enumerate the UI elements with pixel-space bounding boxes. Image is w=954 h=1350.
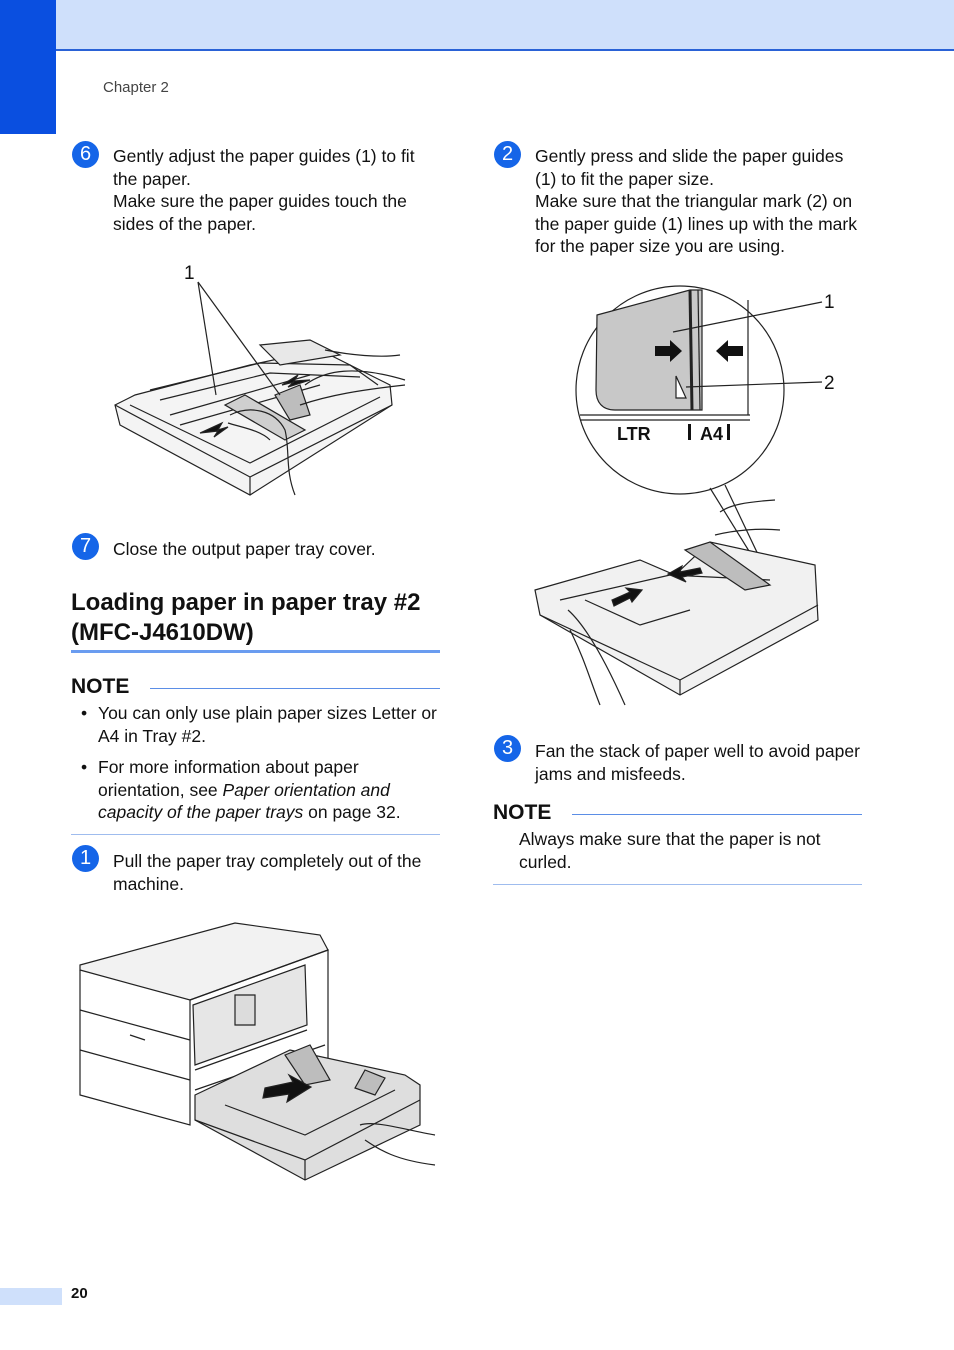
step-2-line-2: Make sure that the triangular mark (2) o… <box>535 191 857 256</box>
header-band <box>0 0 954 51</box>
note-bullet-2-link-text: Paper orientation and capacity of the pa… <box>98 779 390 823</box>
step-3-text: Fan the stack of paper well to avoid pap… <box>535 741 860 784</box>
note-end-rule-left <box>71 834 440 835</box>
fig1-callout-1: 1 <box>184 263 195 284</box>
step-6-line-1: Gently adjust the paper guides (1) to fi… <box>113 146 415 189</box>
paper-guide-mark-illustration: LTR A4 1 2 <box>530 280 835 710</box>
page-number: 20 <box>71 1285 88 1302</box>
chapter-tab <box>0 0 56 134</box>
step-1-text: Pull the paper tray completely out of th… <box>113 851 422 894</box>
note-right-text: Always make sure that the paper is not c… <box>519 829 821 872</box>
step-7-badge: 7 <box>72 533 99 560</box>
step-1-badge: 1 <box>72 845 99 872</box>
bullet-dot: • <box>81 757 88 777</box>
note-bullet-2-prefix: For more information about paper orienta… <box>98 757 359 800</box>
step-6-line-2: Make sure the paper guides touch the sid… <box>113 191 407 234</box>
step-6-badge: 6 <box>72 141 99 168</box>
step-2-line-1: Gently press and slide the paper guides … <box>535 146 844 189</box>
step-2-badge: 2 <box>494 141 521 168</box>
fig2-callout-1: 1 <box>824 292 835 313</box>
note-rule-right <box>572 814 862 815</box>
note-bullet-2: • For more information about paper orien… <box>81 756 443 824</box>
note-title-right: NOTE <box>493 801 552 824</box>
note-end-rule-right <box>493 884 862 885</box>
bullet-dot: • <box>81 703 88 723</box>
note-bullet-1: • You can only use plain paper sizes Let… <box>81 702 443 747</box>
section-title: Loading paper in paper tray #2 (MFC-J461… <box>71 589 421 646</box>
page-number-band <box>0 1288 62 1305</box>
fig2-a4-label: A4 <box>700 424 723 444</box>
note-bullet-2-suffix: on page 32. <box>303 802 401 822</box>
fig2-callout-2: 2 <box>824 373 835 394</box>
step-6-text: Gently adjust the paper guides (1) to fi… <box>113 145 443 235</box>
section-rule <box>71 650 440 653</box>
step-2-text: Gently press and slide the paper guides … <box>535 145 865 258</box>
machine-tray-pull-illustration <box>75 920 440 1185</box>
fig2-ltr-label: LTR <box>617 424 651 444</box>
note-bullet-1-text: You can only use plain paper sizes Lette… <box>98 703 437 746</box>
note-title-left: NOTE <box>71 675 130 698</box>
note-rule-left <box>150 688 440 689</box>
step-3-badge: 3 <box>494 735 521 762</box>
step-7-text: Close the output paper tray cover. <box>113 539 376 559</box>
paper-guide-adjust-illustration: 1 <box>110 263 410 500</box>
chapter-label: Chapter 2 <box>103 79 169 96</box>
